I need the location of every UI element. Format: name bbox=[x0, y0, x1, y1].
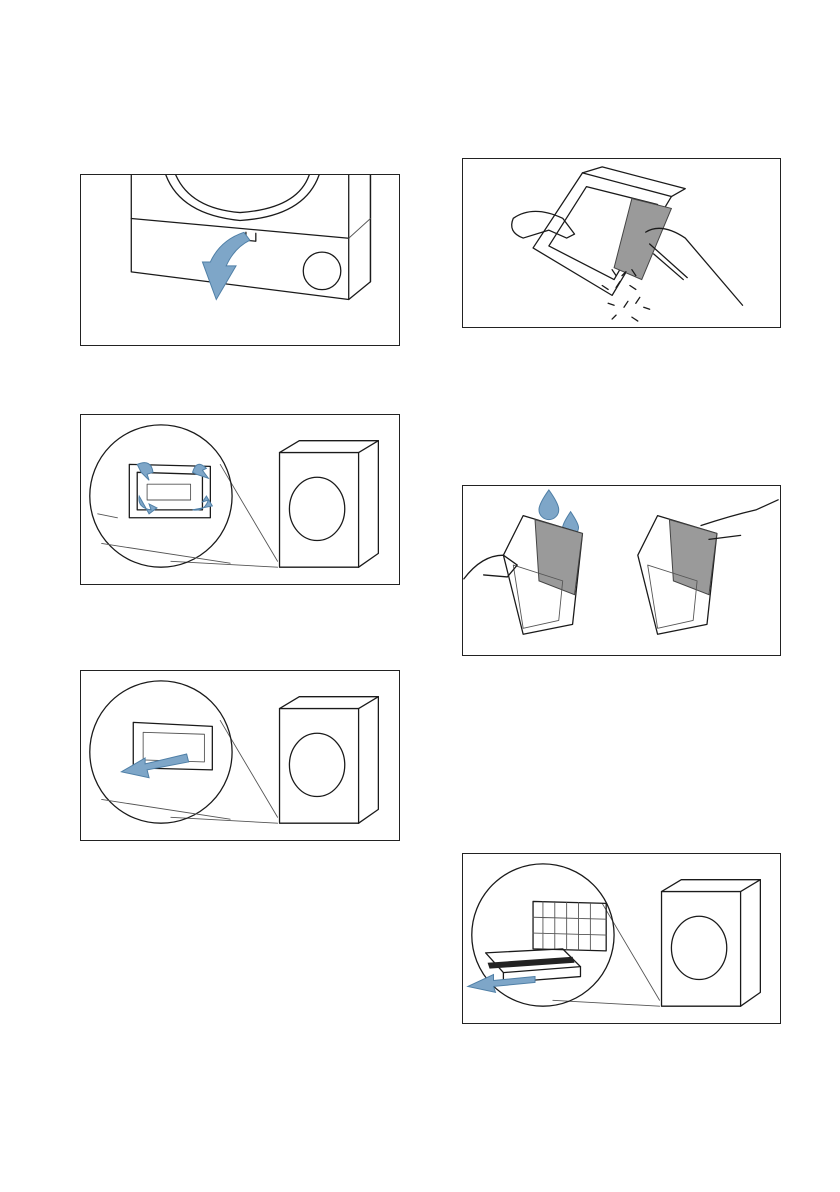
filter-lint-removal-illustration bbox=[463, 159, 780, 327]
cover-plate bbox=[102, 722, 230, 819]
figure-remove-lint bbox=[462, 158, 781, 328]
arrow-down-icon bbox=[202, 232, 249, 299]
latch-arrows bbox=[137, 463, 212, 514]
filter-drawer-removal-illustration bbox=[463, 854, 780, 1023]
condenser-cover-latches-illustration bbox=[81, 415, 399, 584]
rotate-arrow-icon bbox=[137, 463, 153, 481]
dryer-front bbox=[131, 175, 370, 300]
dryer-overview bbox=[280, 441, 379, 568]
door-porthole bbox=[166, 175, 319, 220]
dryer-overview bbox=[662, 880, 761, 1007]
figure-open-service-flap bbox=[80, 174, 400, 346]
arrow-left-icon bbox=[468, 975, 535, 993]
cover-plate bbox=[98, 464, 230, 563]
figure-pull-out-cover bbox=[80, 670, 400, 841]
figure-pull-out-drawer bbox=[462, 853, 781, 1024]
water-drop-icon bbox=[539, 490, 559, 520]
figure-release-latches bbox=[80, 414, 400, 585]
filter-rinse-illustration bbox=[463, 486, 780, 655]
filter-right bbox=[638, 500, 778, 634]
rotate-arrow-icon bbox=[139, 496, 157, 514]
arrow-left-icon bbox=[121, 754, 188, 778]
drain-knob bbox=[303, 252, 341, 290]
filter-mesh bbox=[614, 199, 671, 280]
condenser-cover-removal-illustration bbox=[81, 671, 399, 840]
dryer-overview bbox=[280, 697, 379, 824]
filter-left bbox=[464, 516, 583, 635]
figure-rinse-filter bbox=[462, 485, 781, 656]
grille bbox=[533, 901, 606, 950]
hand-right bbox=[646, 228, 743, 305]
hand-left bbox=[512, 211, 575, 238]
dryer-flap-illustration bbox=[81, 175, 399, 345]
